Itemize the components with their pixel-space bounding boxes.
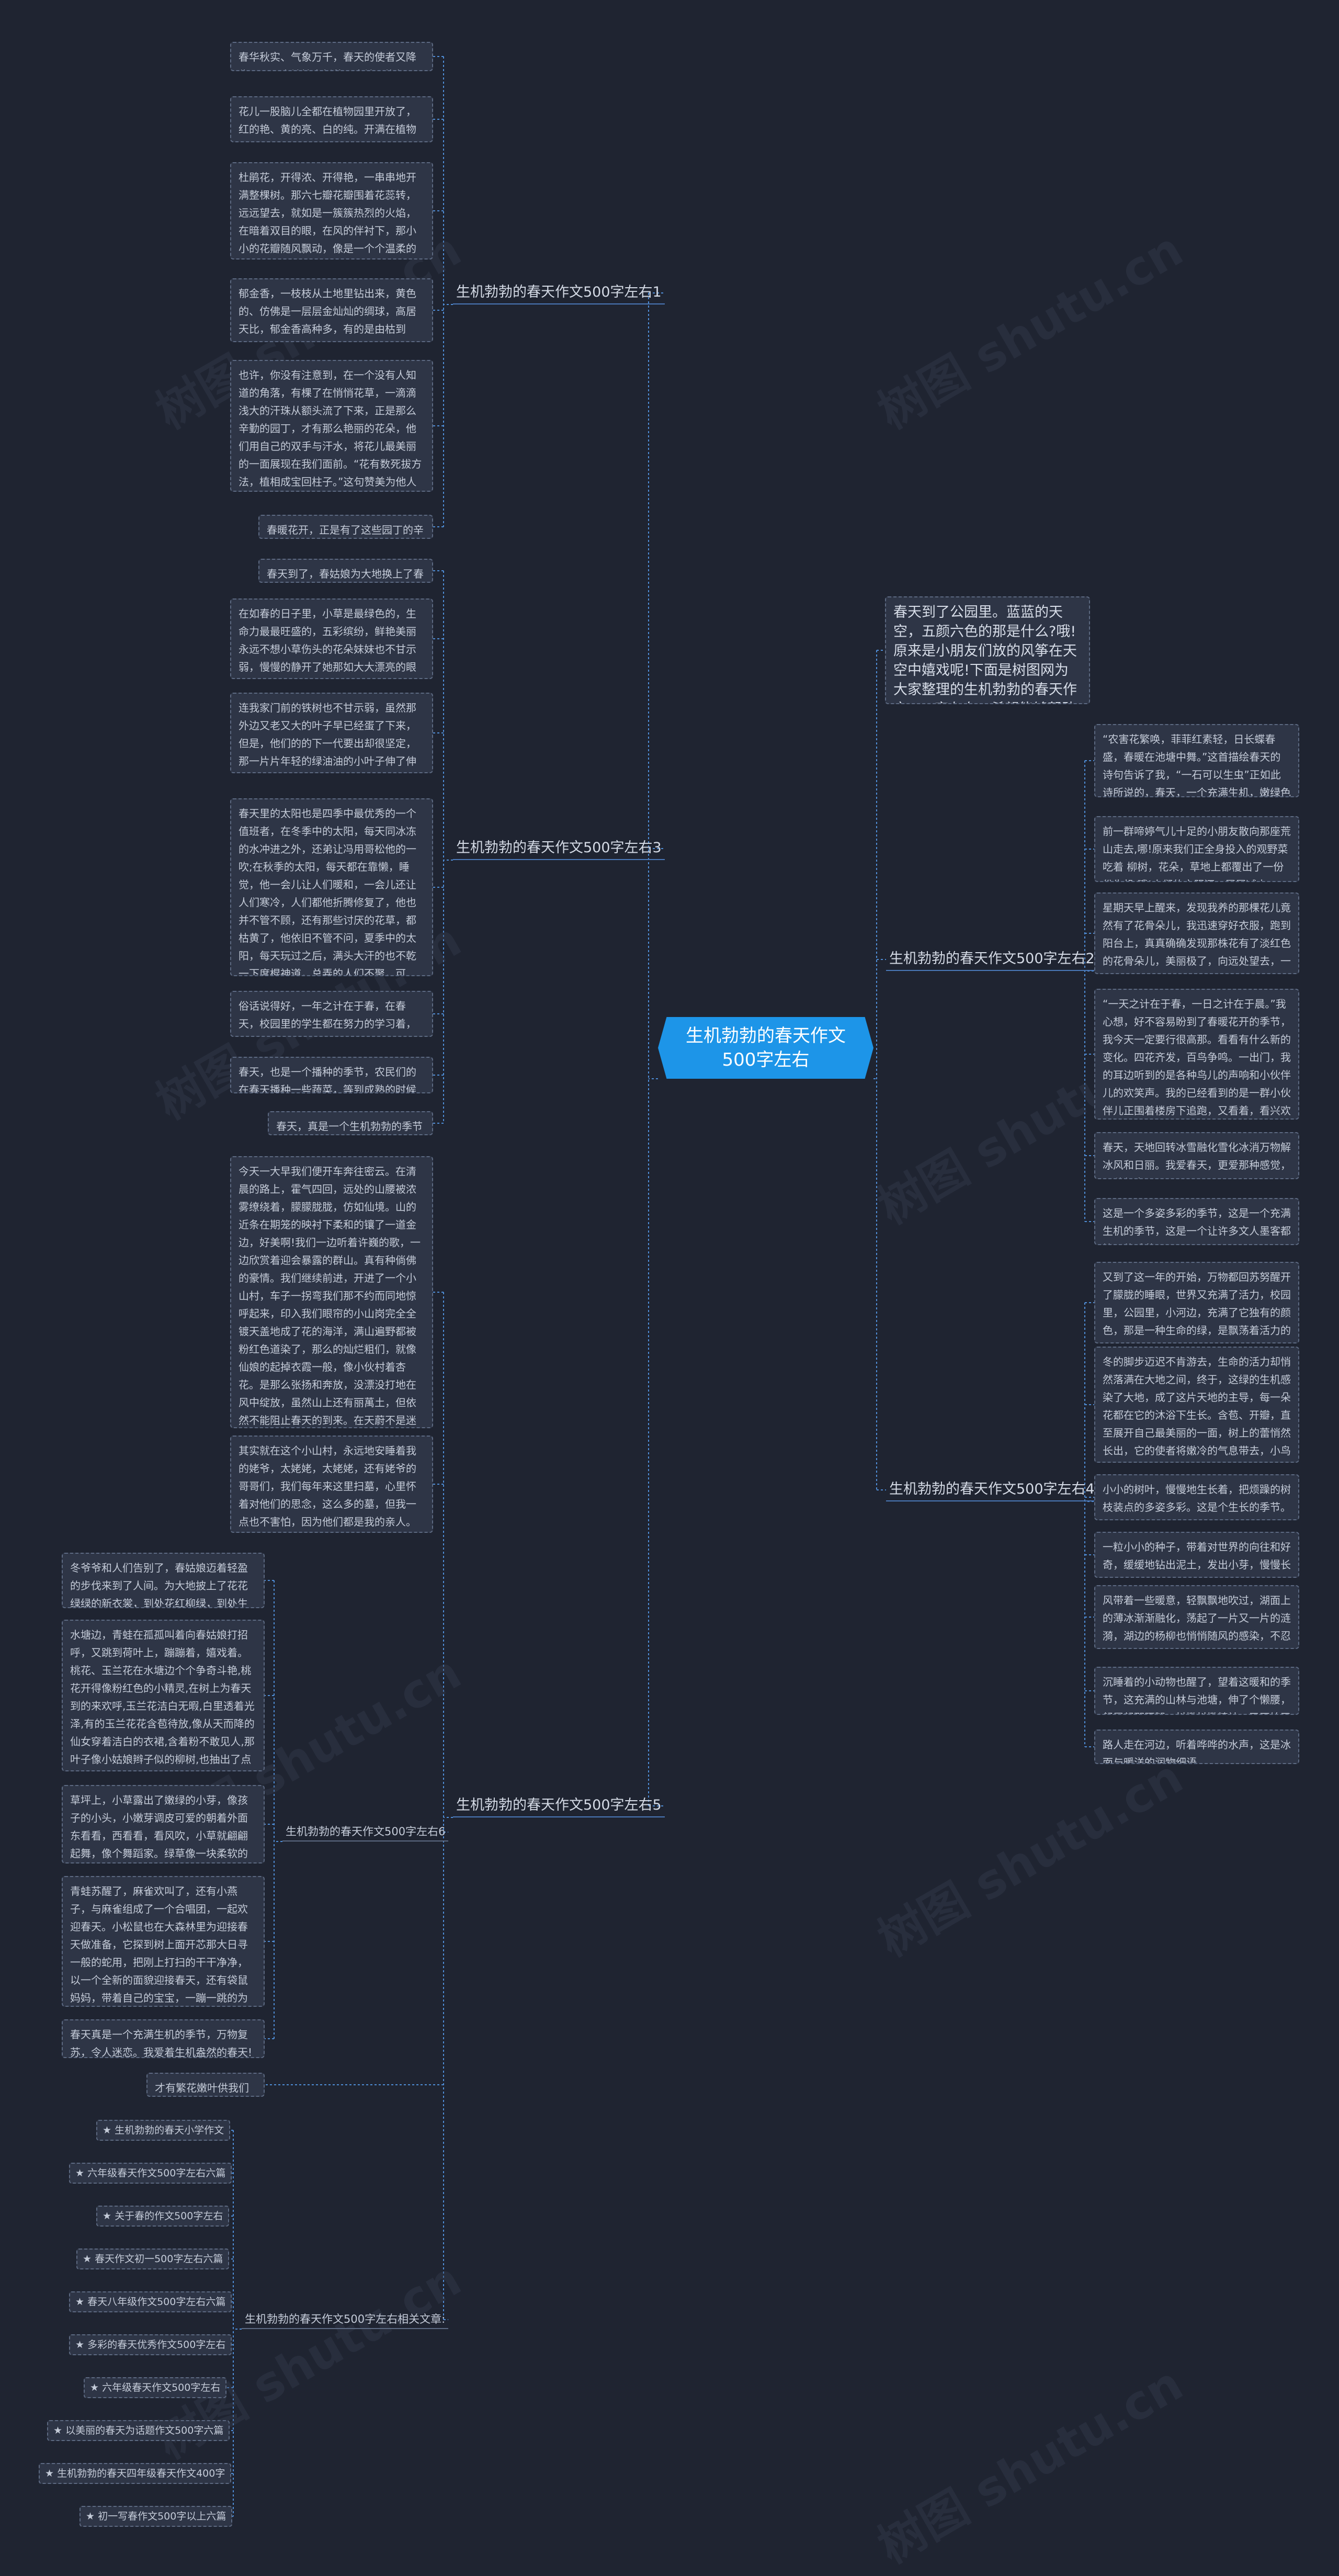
related-link[interactable]: ★ 以美丽的春天为话题作文500字六篇 <box>47 2420 230 2441</box>
branch-2-card[interactable]: “农害花繁唤，菲菲红素轻，日长蝶春盛，春暖在池塘中舞。”这首描绘春天的诗句告诉了… <box>1094 724 1299 797</box>
related-articles[interactable]: 生机勃勃的春天作文500字左右相关文章: <box>242 2310 449 2329</box>
branch-1-card[interactable]: 杜鹃花，开得浓、开得艳，一串串地开满整棵树。那六七瓣花瓣围着花蕊转，远远望去，就… <box>230 162 433 259</box>
branch-4-card[interactable]: 风带着一些暖意，轻飘飘地吹过，湖面上的薄冰渐渐融化，荡起了一片又一片的涟漪，湖边… <box>1094 1585 1299 1649</box>
branch-5-card[interactable]: 今天一大早我们便开车奔往密云。在清晨的路上，霍气四回，远处的山腰被浓雾缭绕着，朦… <box>230 1156 433 1428</box>
branch-3-card[interactable]: 春天到了，春姑娘为大地换上了春装。 <box>258 559 433 583</box>
branch-1-label: 生机勃勃的春天作文500字左右1 <box>456 284 662 300</box>
intro-text: 春天到了公园里。蓝蓝的天空，五颜六色的那是什么?哦!原来是小朋友们放的风筝在天空… <box>893 604 1077 703</box>
sub-6-card[interactable]: 青蛙苏醒了，麻雀欢叫了，还有小燕子，与麻雀组成了一个合唱团，一起欢迎春天。小松鼠… <box>62 1876 265 2007</box>
branch-4-card[interactable]: 一粒小小的种子，带着对世界的向往和好奇，缓缓地钻出泥土，发出小芽，慢慢长大。 <box>1094 1532 1299 1578</box>
branch-2-card[interactable]: 星期天早上醒来，发现我养的那棵花儿竟然有了花骨朵儿，我迅速穿好衣服，跑到阳台上，… <box>1094 892 1299 974</box>
branch-1-card[interactable]: 春暖花开，正是有了这些园丁的辛料。 <box>258 515 433 539</box>
sub-branch-6[interactable]: 生机勃勃的春天作文500字左右6 <box>282 1823 449 1841</box>
sub-6-card[interactable]: 春天真是一个充满生机的季节，万物复苏，令人迷恋。我爱着生机盎然的春天! <box>62 2019 265 2058</box>
branch-2-card[interactable]: 春天，天地回转冰雪融化雪化冰消万物解冰风和日丽。我爱春天，更爱那种感觉，那种气息… <box>1094 1132 1299 1179</box>
branch-1-card[interactable]: 春华秋实、气象万千，春天的使者又降临了，最大地抽出新芽，大地又恢复了生机勃勃。 <box>230 42 433 71</box>
branch-3-card[interactable]: 春天，真是一个生机勃勃的季节啊。 <box>268 1111 433 1135</box>
related-link[interactable]: ★ 生机勃勃的春天小学作文 <box>96 2120 231 2141</box>
branch-1-card[interactable]: 也许，你没有注意到，在一个没有人知道的角落，有棵了在悄悄花草，一滴滴浅大的汗珠从… <box>230 360 433 492</box>
branch-1-card[interactable]: 花儿一股脑儿全都在植物园里开放了，红的艳、黄的亮、白的纯。开满在植物园的每一个角… <box>230 96 433 142</box>
center-topic[interactable]: 生机勃勃的春天作文500字左右 <box>658 1017 873 1079</box>
branch-3-label: 生机勃勃的春天作文500字左右3 <box>456 840 662 856</box>
branch-3-card[interactable]: 春天里的太阳也是四季中最优秀的一个值班者，在冬季中的太阳，每天同冰冻的水冲进之外… <box>230 798 433 976</box>
branch-5[interactable]: 生机勃勃的春天作文500字左右5 <box>453 1794 665 1817</box>
branch-3-card[interactable]: 在如春的日子里，小草是最绿色的，生命力最最旺盛的，五彩缤纷，鲜艳美丽永远不想小草… <box>230 598 433 679</box>
branch-2-card[interactable]: 这是一个多姿多彩的季节，这是一个充满生机的季节，这是一个让许多文人墨客都惊叹的季… <box>1094 1198 1299 1245</box>
sub-6-card[interactable]: 草坪上，小草露出了嫩绿的小芽，像孩子的小头，小嫩芽调皮可爱的朝着外面东看看，西看… <box>62 1785 265 1863</box>
branch-2[interactable]: 生机勃勃的春天作文500字左右2 <box>886 948 1098 971</box>
branch-3-card[interactable]: 连我家门前的铁树也不甘示弱，虽然那外边又老又大的叶子早已经蛋了下来，但是，他们的… <box>230 693 433 773</box>
related-link[interactable]: ★ 初一写春作文500字以上六篇 <box>80 2506 233 2527</box>
branch-3-card[interactable]: 俗话说得好，一年之计在于春，在春天，校园里的学生都在努力的学习着，都在等着秋季时… <box>230 991 433 1037</box>
branch-5-label: 生机勃勃的春天作文500字左右5 <box>456 1797 662 1813</box>
branch-1[interactable]: 生机勃勃的春天作文500字左右1 <box>453 281 665 304</box>
branch-5-card[interactable]: 才有繁花嫩叶供我们欣赏! <box>146 2073 265 2097</box>
branch-5-card[interactable]: 其实就在这个小山村，永远地安睡着我的姥爷，太姥姥，太姥姥，还有姥爷的哥哥们，我们… <box>230 1436 433 1533</box>
related-link[interactable]: ★ 生机勃勃的春天四年级春天作文400字 <box>39 2463 232 2484</box>
sub-6-card[interactable]: 水塘边，青蛙在孤孤叫着向春姑娘打招呼，又跳到荷叶上，蹦蹦着，嬉戏着。桃花、玉兰花… <box>62 1620 265 1771</box>
related-link[interactable]: ★ 六年级春天作文500字左右 <box>84 2377 227 2398</box>
sub-branch-6-label: 生机勃勃的春天作文500字左右6 <box>286 1825 446 1838</box>
branch-4-card[interactable]: 冬的脚步迈迟不肯游去，生命的活力却悄然落满在大地之间，终于，这绿的生机感染了大地… <box>1094 1347 1299 1463</box>
branch-4-card[interactable]: 又到了这一年的开始，万物都回苏努醒开了朦胧的睡眼，世界又充满了活力，校园里，公园… <box>1094 1262 1299 1343</box>
branch-3-card[interactable]: 春天，也是一个播种的季节，农民们的在春天播种一些蔬菜，等到成熟的时候供给我们吃。 <box>230 1057 433 1093</box>
branch-3[interactable]: 生机勃勃的春天作文500字左右3 <box>453 837 665 860</box>
branch-4-label: 生机勃勃的春天作文500字左右4 <box>889 1481 1095 1497</box>
sub-6-card[interactable]: 冬爷爷和人们告别了，春姑娘迈着轻盈的步伐来到了人间。为大地披上了花花绿绿的新衣裳… <box>62 1553 265 1608</box>
intro-card[interactable]: 春天到了公园里。蓝蓝的天空，五颜六色的那是什么?哦!原来是小朋友们放的风筝在天空… <box>885 596 1090 704</box>
center-topic-label: 生机勃勃的春天作文500字左右 <box>686 1025 846 1070</box>
related-link[interactable]: ★ 春天八年级作文500字左右六篇 <box>69 2291 232 2312</box>
branch-4-card[interactable]: 小小的树叶，慢慢地生长着，把烦躁的树枝装点的多姿多彩。这是个生长的季节。 <box>1094 1474 1299 1520</box>
branch-4-card[interactable]: 路人走在河边，听着哗哗的水声，这是冰面与暖洋的润物细语。 <box>1094 1730 1299 1764</box>
related-link[interactable]: ★ 春天作文初一500字左右六篇 <box>76 2249 230 2269</box>
branch-2-label: 生机勃勃的春天作文500字左右2 <box>889 951 1095 967</box>
related-link[interactable]: ★ 六年级春天作文500字左右六篇 <box>69 2163 232 2184</box>
branch-2-card[interactable]: “一天之计在于春，一日之计在于晨。”我心想，好不容易盼到了春暖花开的季节，我今天… <box>1094 989 1299 1120</box>
branch-4-card[interactable]: 沉睡着的小动物也醒了，望着这暖和的季节，这充满的山林与池塘，伸了个懒腰，舒展起那… <box>1094 1667 1299 1715</box>
related-link[interactable]: ★ 多彩的春天优秀作文500字左右 <box>69 2334 232 2355</box>
related-articles-label: 生机勃勃的春天作文500字左右相关文章: <box>245 2313 446 2325</box>
related-link[interactable]: ★ 关于春的作文500字左右 <box>96 2206 230 2227</box>
branch-1-card[interactable]: 郁金香，一枝枝从土地里钻出来，黄色的、仿佛是一层层金灿灿的绸球，高居天比，郁金香… <box>230 278 433 342</box>
branch-4[interactable]: 生机勃勃的春天作文500字左右4 <box>886 1478 1098 1501</box>
branch-2-card[interactable]: 前一群啼婷气儿十足的小朋友散向那座荒山走去,哪!原来我们正全身投入的观野菜吃着 … <box>1094 816 1299 882</box>
